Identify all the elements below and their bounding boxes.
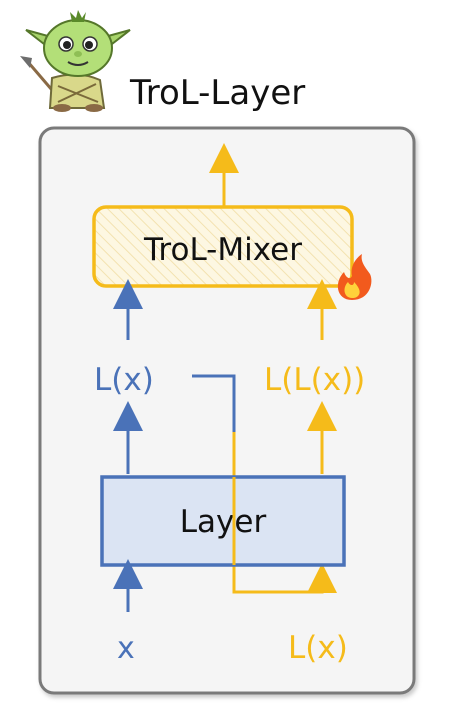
l-of-x-label-bottom: L(x) bbox=[288, 630, 348, 666]
input-x-label: x bbox=[117, 631, 135, 666]
l-of-x-label-top: L(x) bbox=[94, 362, 154, 398]
trol-mixer-box bbox=[92, 205, 354, 288]
layer-label: Layer bbox=[180, 504, 267, 540]
goblin-mascot-icon bbox=[20, 10, 131, 112]
diagram-title: TroL-Layer bbox=[129, 73, 305, 113]
layer-block: Layer bbox=[100, 475, 346, 567]
l-of-l-of-x-label: L(L(x)) bbox=[264, 362, 365, 398]
layer-box bbox=[100, 475, 346, 567]
trol-mixer-block: TroL-Mixer bbox=[92, 205, 354, 288]
trol-mixer-label: TroL-Mixer bbox=[143, 232, 302, 268]
fire-icon bbox=[337, 254, 372, 300]
